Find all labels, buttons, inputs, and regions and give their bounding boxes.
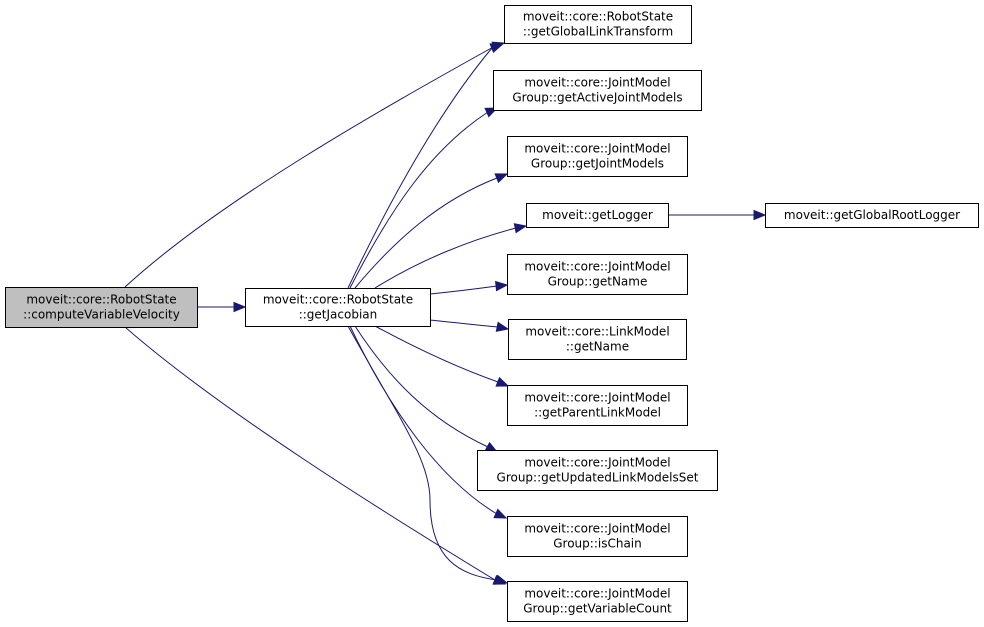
node-label-line: moveit::core::JointModel bbox=[524, 142, 670, 156]
edge-line bbox=[124, 326, 496, 581]
edge-line bbox=[354, 177, 498, 289]
node-label-line: Group::getName bbox=[548, 275, 648, 289]
node-label-line: moveit::core::RobotState bbox=[263, 293, 413, 307]
edge-line bbox=[349, 111, 489, 289]
node-box bbox=[507, 385, 688, 426]
edge-line bbox=[429, 319, 499, 328]
node-getJointModels[interactable]: moveit::core::JointModelGroup::getJointM… bbox=[507, 136, 688, 177]
arrowhead-icon bbox=[233, 301, 247, 313]
node-linkGetName[interactable]: moveit::core::LinkModel::getName bbox=[508, 319, 687, 360]
edge-line bbox=[374, 325, 499, 383]
node-label-line: moveit::core::JointModel bbox=[524, 456, 670, 470]
edge-getJacobian-to-getLogger bbox=[374, 223, 528, 289]
arrowhead-icon bbox=[753, 209, 767, 221]
node-label-line: Group::getVariableCount bbox=[523, 602, 672, 616]
edge-root-to-getGlobalLinkTransform bbox=[124, 41, 506, 288]
node-getGlobalLinkTransform[interactable]: moveit::core::RobotState::getGlobalLinkT… bbox=[504, 5, 692, 44]
edge-getJacobian-to-getJointModels bbox=[354, 173, 509, 289]
node-box bbox=[765, 203, 979, 228]
node-label-line: moveit::core::JointModel bbox=[524, 260, 670, 274]
node-label-line: moveit::core::RobotState bbox=[523, 10, 673, 24]
edge-line bbox=[374, 227, 517, 289]
node-box bbox=[504, 5, 692, 44]
node-label-line: moveit::core::RobotState bbox=[26, 293, 176, 307]
node-box bbox=[508, 319, 687, 360]
node-label-line: ::getJacobian bbox=[299, 308, 378, 322]
node-label-line: Group::getActiveJointModels bbox=[512, 91, 682, 105]
node-label-line: moveit::getLogger bbox=[542, 208, 653, 222]
node-getGlobalRootLogger[interactable]: moveit::getGlobalRootLogger bbox=[765, 203, 979, 228]
node-getVariableCount[interactable]: moveit::core::JointModelGroup::getVariab… bbox=[507, 581, 688, 622]
arrowhead-icon bbox=[495, 321, 510, 332]
node-box bbox=[526, 203, 669, 228]
node-label-line: moveit::getGlobalRootLogger bbox=[784, 208, 960, 222]
node-getLogger[interactable]: moveit::getLogger bbox=[526, 203, 669, 228]
node-getJacobian[interactable]: moveit::core::RobotState::getJacobian bbox=[245, 288, 431, 327]
node-label-line: moveit::core::JointModel bbox=[524, 391, 670, 405]
node-box bbox=[507, 581, 688, 622]
node-box bbox=[507, 136, 688, 177]
node-label-line: Group::getUpdatedLinkModelsSet bbox=[497, 471, 699, 485]
node-box bbox=[5, 287, 198, 328]
node-root: moveit::core::RobotState::computeVariabl… bbox=[5, 287, 198, 328]
edge-getJacobian-to-getParentLinkModel bbox=[374, 325, 510, 387]
edge-line bbox=[347, 325, 498, 581]
edge-root-to-getJacobian bbox=[197, 301, 247, 313]
node-getParentLinkModel[interactable]: moveit::core::JointModel::getParentLinkM… bbox=[507, 385, 688, 426]
node-label-line: Group::getJointModels bbox=[531, 157, 664, 171]
node-label-line: moveit::core::LinkModel bbox=[525, 325, 669, 339]
arrowhead-icon bbox=[513, 223, 528, 234]
node-box bbox=[477, 450, 718, 491]
edge-line bbox=[347, 47, 493, 289]
node-box bbox=[493, 70, 702, 111]
arrowhead-icon bbox=[495, 280, 509, 292]
node-getUpdatedLinkModelsSet[interactable]: moveit::core::JointModelGroup::getUpdate… bbox=[477, 450, 718, 491]
edge-getJacobian-to-jmgGetName bbox=[429, 280, 509, 295]
edge-getLogger-to-getGlobalRootLogger bbox=[668, 209, 767, 221]
edge-getJacobian-to-getVariableCount bbox=[347, 325, 509, 585]
node-box bbox=[507, 516, 688, 557]
edge-line bbox=[354, 325, 489, 448]
node-box bbox=[245, 288, 431, 327]
edge-getJacobian-to-linkGetName bbox=[429, 319, 510, 332]
edge-line bbox=[429, 285, 498, 295]
edge-root-to-getVariableCount bbox=[124, 326, 507, 585]
node-label-line: ::getGlobalLinkTransform bbox=[523, 25, 673, 39]
node-getActiveJointModels[interactable]: moveit::core::JointModelGroup::getActive… bbox=[493, 70, 702, 111]
edge-getJacobian-to-getGlobalLinkTransform bbox=[347, 43, 504, 289]
node-box bbox=[507, 254, 688, 295]
node-label-line: moveit::core::JointModel bbox=[524, 76, 670, 90]
node-label-line: ::getName bbox=[566, 340, 629, 354]
edge-line bbox=[124, 45, 496, 288]
edge-getJacobian-to-getUpdatedLinkModelsSet bbox=[354, 325, 499, 453]
node-label-line: Group::isChain bbox=[553, 537, 641, 551]
node-label-line: moveit::core::JointModel bbox=[524, 587, 670, 601]
node-label-line: moveit::core::JointModel bbox=[524, 522, 670, 536]
node-label-line: ::computeVariableVelocity bbox=[23, 308, 180, 322]
edge-line bbox=[349, 325, 498, 515]
node-label-line: ::getParentLinkModel bbox=[534, 406, 661, 420]
